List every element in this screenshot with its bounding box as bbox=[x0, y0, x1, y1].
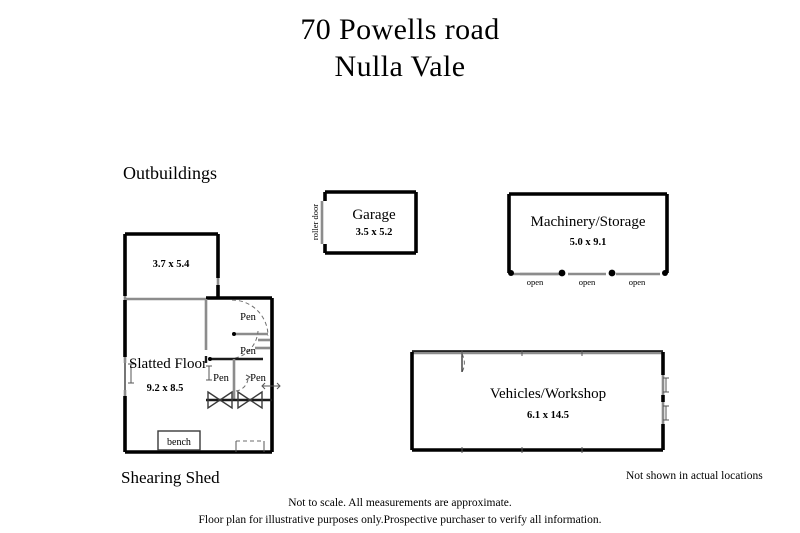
pen-label-1: Pen bbox=[240, 312, 257, 323]
bench-label: bench bbox=[167, 437, 191, 448]
bench-fixture bbox=[157, 430, 201, 451]
roller-door-label: roller door bbox=[310, 204, 320, 240]
pen-label-4: Pen bbox=[250, 373, 267, 384]
outbuildings-heading: Outbuildings bbox=[123, 163, 218, 183]
pen-wing-right-opening bbox=[261, 382, 281, 390]
shearing-shed-caption: Shearing Shed bbox=[121, 468, 220, 487]
not-shown-note: Not shown in actual locations bbox=[626, 470, 763, 482]
pen-wing-walls bbox=[224, 296, 274, 452]
footer-line-1: Not to scale. All measurements are appro… bbox=[288, 497, 512, 509]
title-line-locality: Nulla Vale bbox=[334, 49, 466, 83]
pen-label-2: Pen bbox=[240, 346, 257, 357]
footer-disclaimer: Not to scale. All measurements are appro… bbox=[0, 495, 800, 528]
room-name-garage: Garage bbox=[352, 207, 396, 223]
pen-label-3: Pen bbox=[213, 373, 230, 384]
room-name-vehicles-workshop: Vehicles/Workshop bbox=[490, 386, 606, 402]
pen-2 bbox=[208, 330, 270, 361]
room-name-slatted-floor: Slatted Floor bbox=[129, 356, 207, 372]
pen-3 bbox=[204, 356, 236, 400]
building-garage: roller door bbox=[310, 190, 418, 255]
building-shearing-shed: 3.7 x 5.4 Slatted Floor 9.2 x 8 bbox=[123, 232, 281, 454]
opening-label-2: open bbox=[579, 277, 596, 287]
title-line-address: 70 Powells road bbox=[300, 13, 500, 46]
pen-1 bbox=[231, 299, 269, 337]
building-machinery-storage bbox=[507, 192, 669, 277]
page-title: 70 Powells road Nulla Vale bbox=[0, 12, 800, 85]
opening-label-1: open bbox=[527, 277, 544, 287]
building-vehicles-workshop bbox=[410, 350, 669, 453]
room-dimension-vehicles-workshop: 6.1 x 14.5 bbox=[527, 410, 569, 421]
footer-line-2: Floor plan for illustrative purposes onl… bbox=[198, 513, 602, 526]
room-slatted-floor-walls bbox=[123, 297, 272, 454]
room-dimension-machinery-storage: 5.0 x 9.1 bbox=[570, 237, 607, 248]
room-name-machinery-storage: Machinery/Storage bbox=[531, 214, 646, 230]
room-upper-walls bbox=[123, 232, 224, 300]
pen-4 bbox=[235, 374, 251, 392]
room-dimension-upper: 3.7 x 5.4 bbox=[153, 259, 191, 270]
shed-bottom-right-detail bbox=[235, 440, 265, 452]
gate-symbols-row bbox=[206, 390, 272, 410]
room-dimension-garage: 3.5 x 5.2 bbox=[356, 227, 393, 238]
opening-label-3: open bbox=[629, 277, 646, 287]
room-dimension-slatted-floor: 9.2 x 8.5 bbox=[147, 383, 184, 394]
